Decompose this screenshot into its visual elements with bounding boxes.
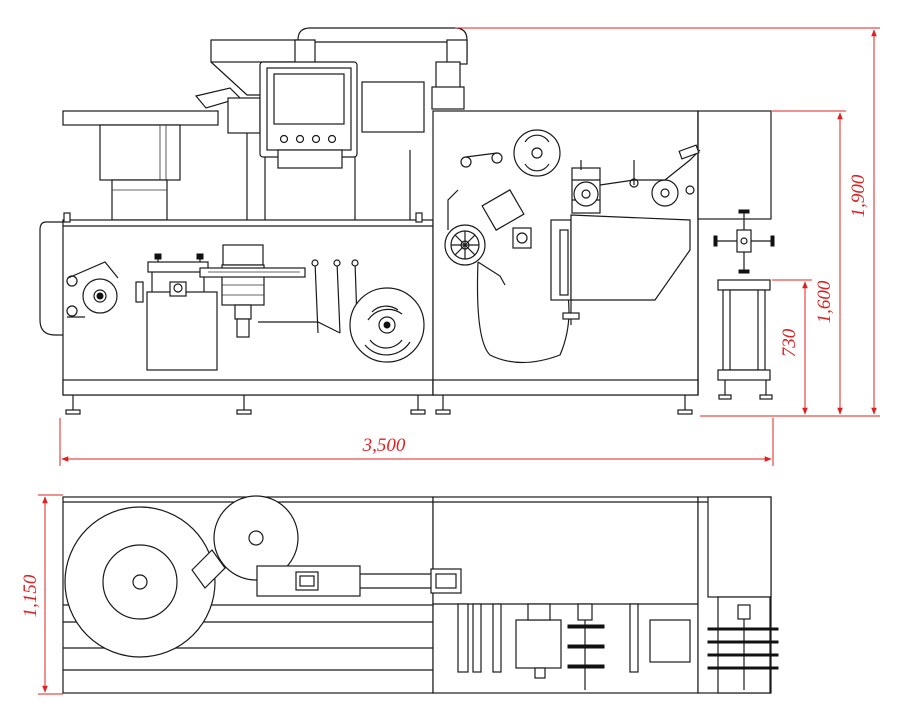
control-panel xyxy=(259,61,425,169)
film-guides xyxy=(258,259,359,334)
unwind-roller-set xyxy=(66,261,144,318)
dim-overall-width: 1,150 xyxy=(20,574,41,617)
foil-roll xyxy=(460,129,561,177)
lower-film-roll xyxy=(349,287,425,363)
punch-press xyxy=(550,167,691,325)
top-dimensions: 1,150 xyxy=(20,494,63,695)
dim-overall-length: 3,500 xyxy=(362,435,406,456)
front-view xyxy=(39,27,775,415)
side-cart xyxy=(717,279,773,400)
dim-cart-height: 730 xyxy=(779,328,800,357)
forming-station xyxy=(146,253,218,371)
top-discharge-unit xyxy=(707,596,779,694)
dim-overall-height: 1,900 xyxy=(848,174,869,217)
feed-tray xyxy=(62,110,219,221)
front-dimensions: 3,500 1,900 1,600 730 xyxy=(59,27,880,466)
top-feed-chute xyxy=(191,549,226,589)
take-up-roller xyxy=(580,144,701,207)
machine-legs xyxy=(65,395,693,415)
film-loop xyxy=(476,261,570,364)
top-view xyxy=(62,495,779,694)
index-wheel xyxy=(444,189,506,286)
sealing-station xyxy=(199,244,306,338)
top-transfer-arm xyxy=(256,565,462,597)
duct-pipe xyxy=(294,27,468,110)
top-large-roll xyxy=(64,506,216,658)
cutter-motor xyxy=(481,189,532,249)
top-right-components xyxy=(457,603,691,690)
dim-body-height: 1,600 xyxy=(814,280,835,323)
discharge-unit xyxy=(713,209,775,274)
top-small-roll xyxy=(213,495,299,581)
